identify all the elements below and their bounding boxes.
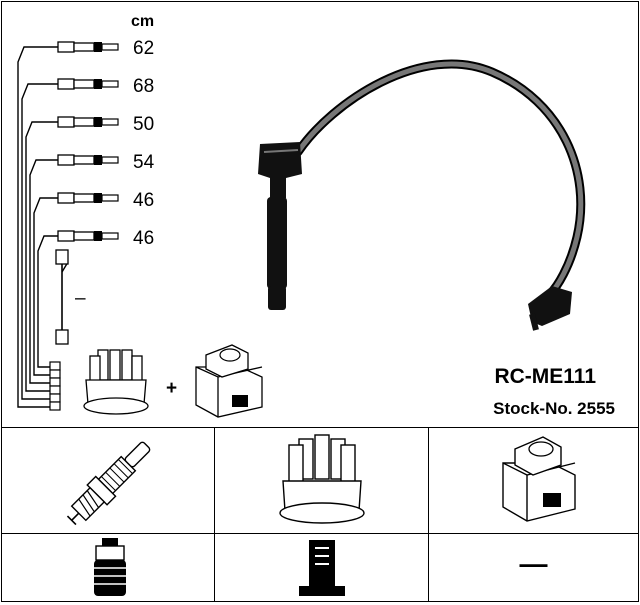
cell-spark-plug [2, 427, 215, 534]
kit-illustration: cm [17, 13, 615, 418]
product-model: RC-ME111 [494, 365, 596, 388]
component-grid: — [2, 427, 638, 601]
missing-cable-mark: – [75, 288, 86, 309]
cell-plug-connector [2, 534, 215, 601]
plus-sign: + [166, 378, 177, 399]
terminal-row [57, 230, 119, 242]
stock-number: Stock-No. 2555 [493, 399, 615, 418]
cable-length-5: 46 [133, 190, 154, 211]
cable-length-3: 50 [133, 114, 154, 135]
cell-distributor-cap [215, 427, 429, 534]
cable-length-4: 54 [133, 152, 155, 173]
cable-length-1: 62 [133, 38, 154, 59]
cell-no-connector: — [429, 534, 638, 601]
terminal-row [57, 41, 119, 53]
unit-label: cm [131, 13, 154, 30]
clip-connector-icon [299, 540, 345, 596]
ignition-coil-icon [502, 436, 576, 522]
spark-plug-icon [66, 441, 151, 526]
ignition-cable [258, 59, 586, 331]
boot-connector-icon [94, 538, 126, 596]
cell-clip-connector [215, 534, 429, 601]
cable-length-2: 68 [133, 76, 154, 97]
ignition-coil-icon [195, 344, 263, 418]
cable-bundle [17, 46, 69, 408]
kit-overview: cm [2, 2, 638, 428]
distributor-cap-icon [279, 434, 365, 524]
terminal-row [57, 192, 119, 204]
terminal-row [57, 78, 119, 90]
distributor-cap-icon [83, 349, 149, 415]
cell-ignition-coil [429, 427, 638, 534]
terminal-row [57, 116, 119, 128]
cable-terminals [49, 41, 119, 411]
cable-length-6: 46 [133, 228, 154, 249]
no-connector-mark: — [519, 548, 548, 579]
terminal-row [57, 154, 119, 166]
